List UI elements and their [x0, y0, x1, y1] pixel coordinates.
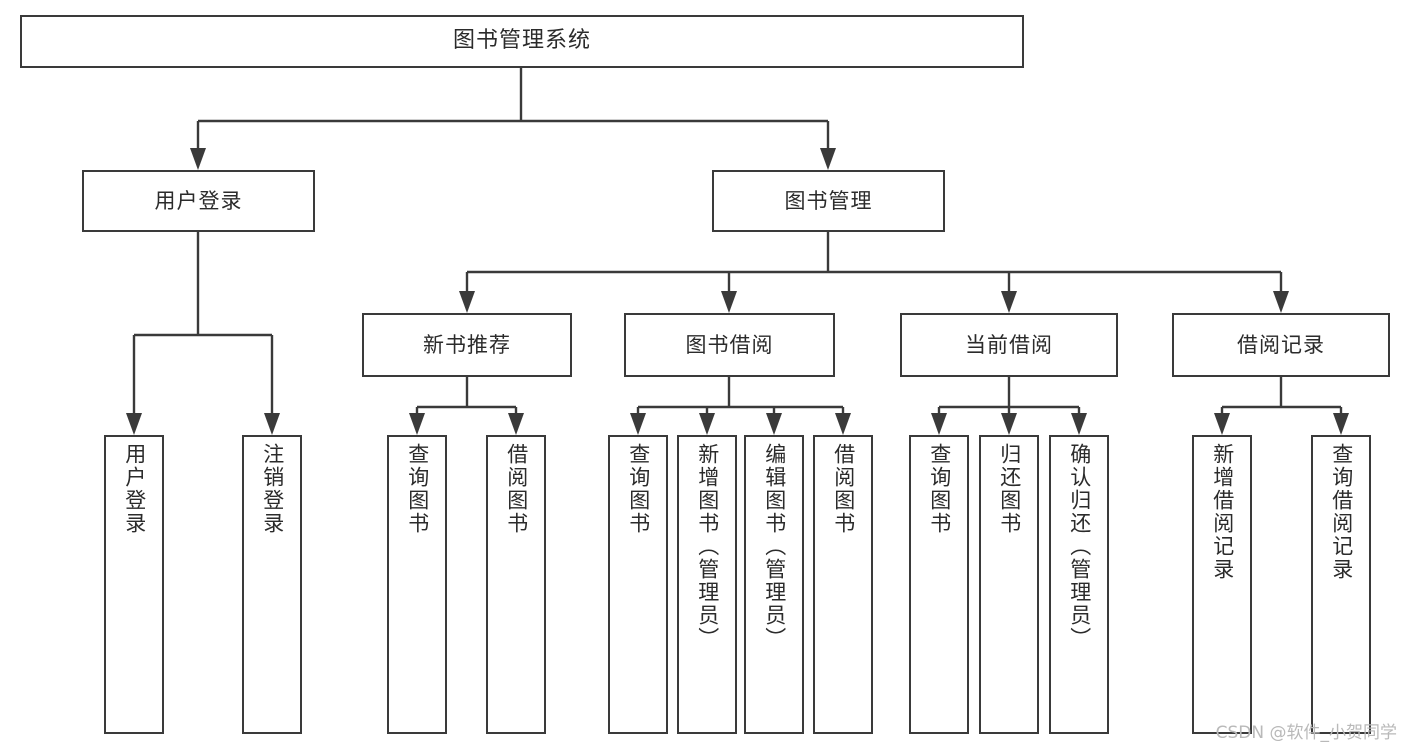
- leaf-user-login-signin[interactable]: 用户登录: [104, 435, 164, 734]
- edge-userlogin-to-leaves: [126, 232, 280, 435]
- edge-borrowrecord-to-leaves: [1214, 377, 1349, 435]
- csdn-watermark: CSDN @软件_小贺同学: [1215, 723, 1397, 743]
- leaf-current-borrow-query[interactable]: 查询图书: [909, 435, 969, 734]
- node-label: 新增图书（管理员）: [695, 443, 720, 650]
- node-label: 图书管理: [784, 188, 873, 213]
- node-user-login[interactable]: 用户登录: [82, 170, 315, 232]
- node-label: 借阅记录: [1237, 332, 1325, 357]
- node-label: 注销登录: [260, 443, 285, 535]
- node-label: 归还图书: [997, 443, 1022, 535]
- node-label: 用户登录: [122, 443, 147, 535]
- leaf-new-book-borrow[interactable]: 借阅图书: [486, 435, 546, 734]
- leaf-user-login-signout[interactable]: 注销登录: [242, 435, 302, 734]
- node-book-borrow[interactable]: 图书借阅: [624, 313, 835, 377]
- node-label: 查询图书: [405, 443, 430, 535]
- leaf-book-borrow-query[interactable]: 查询图书: [608, 435, 668, 734]
- node-label: 图书借阅: [685, 332, 774, 357]
- node-label: 编辑图书（管理员）: [762, 443, 787, 650]
- node-label: 新书推荐: [423, 332, 511, 357]
- leaf-current-borrow-return[interactable]: 归还图书: [979, 435, 1039, 734]
- node-label: 确认归还（管理员）: [1067, 443, 1092, 650]
- leaf-new-book-query[interactable]: 查询图书: [387, 435, 447, 734]
- node-label: 借阅图书: [504, 443, 529, 535]
- leaf-book-borrow-edit[interactable]: 编辑图书（管理员）: [744, 435, 804, 734]
- node-borrow-record[interactable]: 借阅记录: [1172, 313, 1390, 377]
- node-current-borrow[interactable]: 当前借阅: [900, 313, 1118, 377]
- node-book-management[interactable]: 图书管理: [712, 170, 945, 232]
- leaf-book-borrow-lend[interactable]: 借阅图书: [813, 435, 873, 734]
- node-label: 查询图书: [626, 443, 651, 535]
- edge-root-to-level1: [190, 68, 836, 170]
- leaf-current-borrow-confirm-return[interactable]: 确认归还（管理员）: [1049, 435, 1109, 734]
- node-label: 新增借阅记录: [1210, 443, 1235, 581]
- edge-bookmgmt-to-level2: [459, 232, 1289, 313]
- edge-currentborrow-to-leaves: [931, 377, 1087, 435]
- node-root-system[interactable]: 图书管理系统: [20, 15, 1024, 68]
- leaf-book-borrow-add[interactable]: 新增图书（管理员）: [677, 435, 737, 734]
- node-label: 当前借阅: [965, 332, 1053, 357]
- node-label: 借阅图书: [831, 443, 856, 535]
- node-new-book-recommend[interactable]: 新书推荐: [362, 313, 572, 377]
- edge-newbook-to-leaves: [409, 377, 524, 435]
- leaf-borrow-record-query[interactable]: 查询借阅记录: [1311, 435, 1371, 734]
- leaf-borrow-record-add[interactable]: 新增借阅记录: [1192, 435, 1252, 734]
- node-label: 查询图书: [927, 443, 952, 535]
- edge-bookborrow-to-leaves: [630, 377, 851, 435]
- node-label: 图书管理系统: [452, 28, 591, 54]
- node-label: 查询借阅记录: [1329, 443, 1354, 581]
- node-label: 用户登录: [154, 188, 243, 213]
